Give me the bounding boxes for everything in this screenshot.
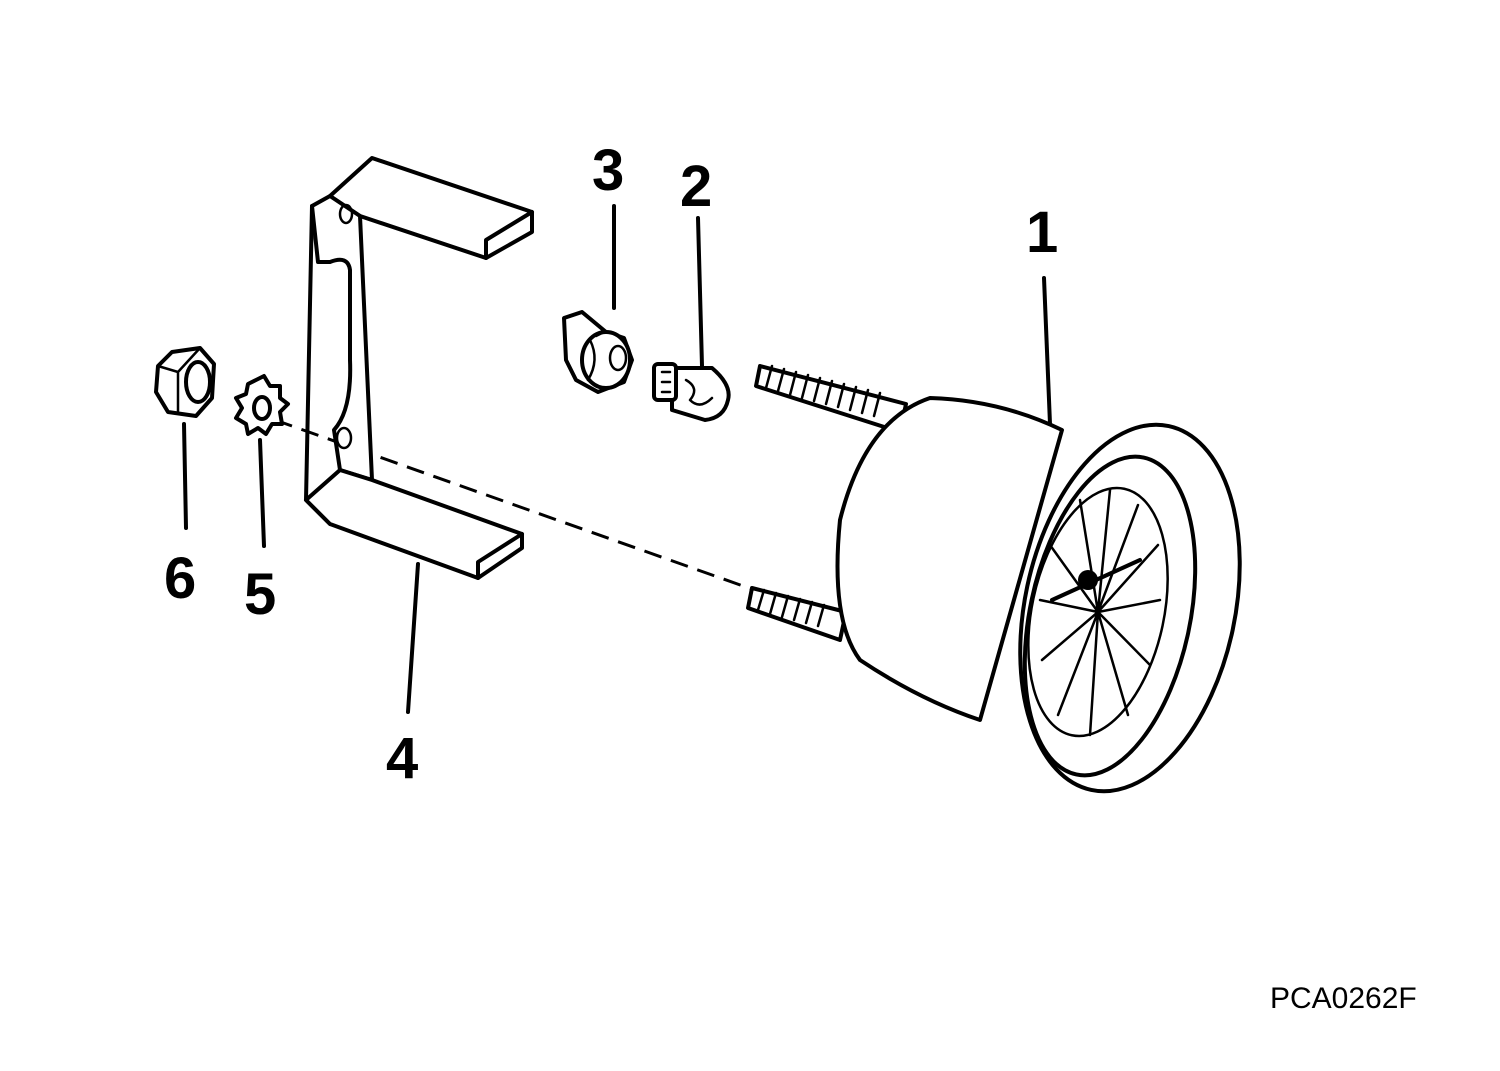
gauge-dial-ticks [1038, 488, 1162, 737]
callout-4: 4 [386, 726, 418, 791]
bulb-part [652, 362, 731, 422]
callout-5: 5 [244, 562, 276, 627]
callout-1: 1 [1026, 200, 1058, 265]
mounting-bracket [304, 156, 534, 580]
gauge-stud-lower [746, 586, 848, 642]
gauge-needle [1050, 558, 1142, 602]
callout-3: 3 [592, 138, 624, 203]
gauge-stud-upper [754, 364, 908, 434]
lock-washer-part [234, 374, 290, 436]
callout-2: 2 [680, 154, 712, 219]
figure-code: PCA0262F [1270, 982, 1417, 1015]
leader-lines [182, 204, 1052, 714]
gauge-assembly [746, 364, 1242, 794]
bulb-socket-part [562, 310, 634, 394]
callout-6: 6 [164, 546, 196, 611]
hex-nut-part [154, 346, 216, 418]
